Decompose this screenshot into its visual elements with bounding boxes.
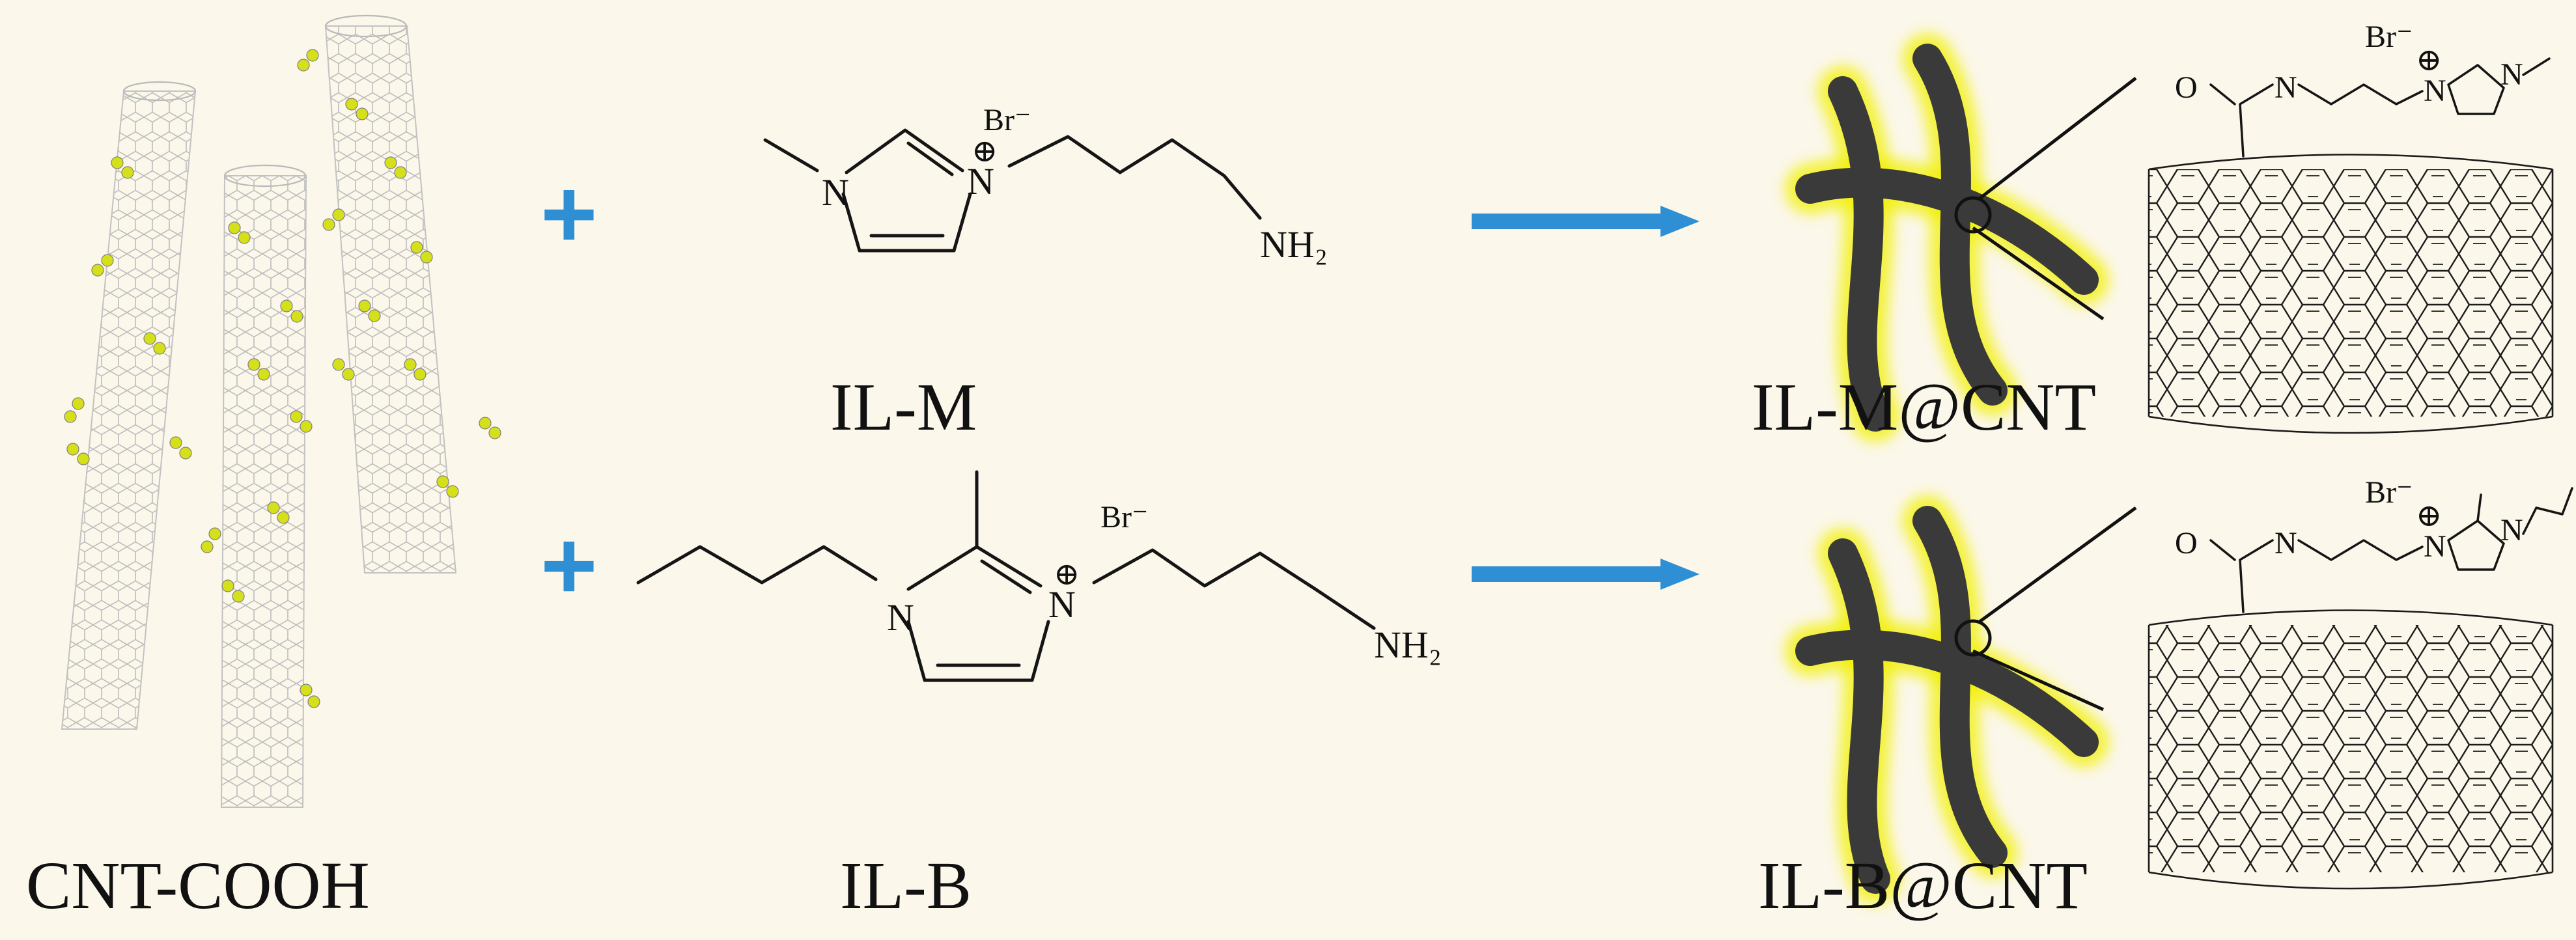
zoom-circle-top xyxy=(1954,196,1992,234)
il-b-bromide: Br⁻ xyxy=(1100,500,1148,534)
il-b-n3-atom: N xyxy=(1048,583,1076,626)
plus-sign-top: + xyxy=(540,159,598,268)
il-m-cnt-bromide: Br⁻ xyxy=(2365,20,2413,54)
il-b-label: IL-B xyxy=(840,848,972,923)
il-m-cnt-n-ring: N xyxy=(2500,57,2523,92)
plus-sign-bottom: + xyxy=(540,510,598,620)
il-m-amine: NH₂ xyxy=(1260,223,1328,266)
il-m-cnt-charge: ⊕ xyxy=(2416,43,2442,77)
il-m-cnt-n-plus: N xyxy=(2424,74,2446,108)
nanotube-3 xyxy=(324,14,457,574)
il-m-cnt-fibers: IL-M@CNT xyxy=(1752,33,2137,445)
reaction-arrow-top xyxy=(1472,206,1700,237)
il-b-structure: N N ⊕ Br⁻ NH₂ IL-B xyxy=(636,470,1442,923)
il-b-cnt-n-plus: N xyxy=(2424,529,2446,564)
reaction-arrow-bottom xyxy=(1472,559,1700,590)
il-b-cnt-fibers: IL-B@CNT xyxy=(1758,495,2137,923)
il-b-cnt-bromide: Br⁻ xyxy=(2365,475,2413,510)
cnt-cooh-illustration: CNT-COOH xyxy=(26,14,501,923)
il-m-label: IL-M xyxy=(830,370,977,445)
il-b-charge: ⊕ xyxy=(1054,557,1080,592)
il-m-cnt-label: IL-M@CNT xyxy=(1752,370,2096,445)
il-b-n1-atom: N xyxy=(887,596,914,639)
il-b-amine: NH₂ xyxy=(1374,624,1442,666)
il-b-cnt-n-ring: N xyxy=(2500,513,2523,547)
cooh-groups xyxy=(64,49,501,708)
il-m-structure: N N ⊕ Br⁻ NH₂ IL-M xyxy=(763,103,1328,445)
il-m-cnt-amide-n: N xyxy=(2275,70,2297,105)
il-m-cnt-detail: O N N N ⊕ Br⁻ xyxy=(2148,20,2554,434)
il-m-cnt-oxygen: O xyxy=(2175,70,2198,105)
cnt-cooh-label: CNT-COOH xyxy=(26,848,370,923)
il-m-charge: ⊕ xyxy=(972,134,998,169)
nanotube-2 xyxy=(220,164,307,808)
il-b-cnt-oxygen: O xyxy=(2175,526,2198,560)
il-b-cnt-label: IL-B@CNT xyxy=(1758,848,2088,923)
il-m-bromide: Br⁻ xyxy=(983,103,1031,137)
il-b-cnt-detail: O N N N ⊕ Br⁻ xyxy=(2148,475,2573,890)
il-b-cnt-amide-n: N xyxy=(2275,526,2297,560)
il-m-n3-atom: N xyxy=(967,160,994,202)
zoom-circle-bottom xyxy=(1954,619,1992,657)
nanotube-1 xyxy=(61,81,197,730)
il-b-cnt-charge: ⊕ xyxy=(2416,499,2442,533)
il-m-n1-atom: N xyxy=(822,171,849,214)
